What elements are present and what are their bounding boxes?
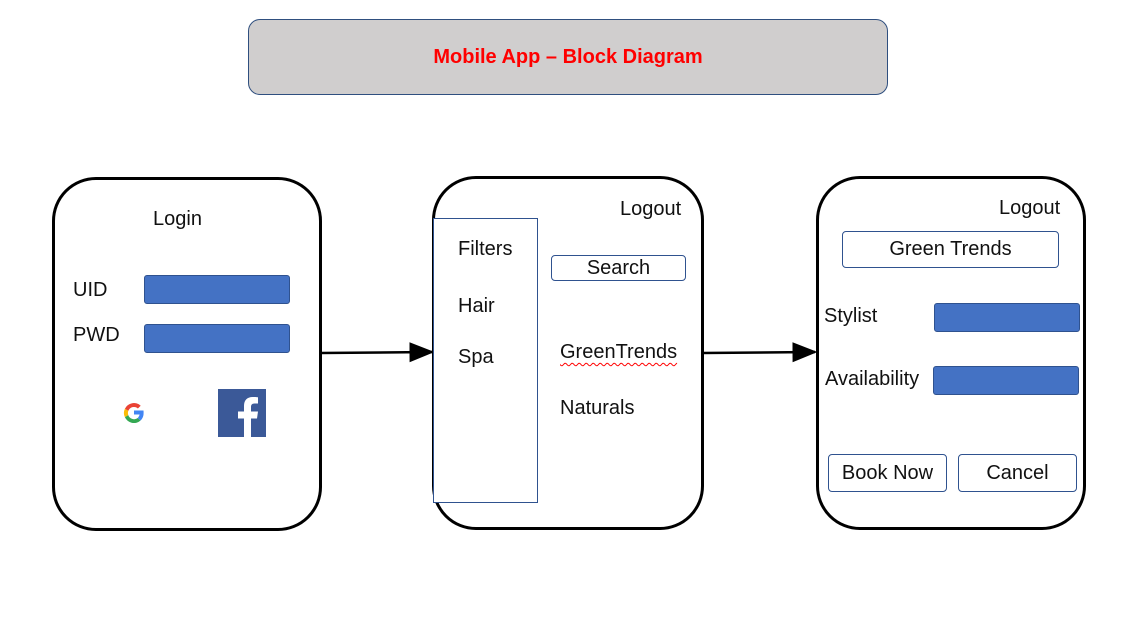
filter-item-spa[interactable]: Spa xyxy=(458,346,494,368)
search-button[interactable]: Search xyxy=(551,255,686,281)
availability-label: Availability xyxy=(825,368,920,390)
stylist-input[interactable] xyxy=(934,303,1080,332)
login-heading: Login xyxy=(153,208,202,230)
stylist-label: Stylist xyxy=(824,305,878,327)
arrow-search-to-booking xyxy=(701,342,818,363)
result-item-naturals[interactable]: Naturals xyxy=(560,397,635,419)
uid-input[interactable] xyxy=(144,275,290,304)
availability-input[interactable] xyxy=(933,366,1079,395)
facebook-icon[interactable] xyxy=(218,389,266,437)
book-now-button[interactable]: Book Now xyxy=(828,454,947,492)
filters-heading: Filters xyxy=(458,238,513,260)
cancel-button[interactable]: Cancel xyxy=(958,454,1077,492)
diagram-title: Mobile App – Block Diagram xyxy=(248,19,888,95)
login-screen xyxy=(52,177,322,531)
pwd-label: PWD xyxy=(73,324,120,346)
arrow-login-to-search xyxy=(319,342,435,363)
uid-label: UID xyxy=(73,279,108,301)
google-icon[interactable] xyxy=(117,396,151,430)
pwd-input[interactable] xyxy=(144,324,290,353)
filters-panel xyxy=(433,218,538,503)
logout-link[interactable]: Logout xyxy=(620,198,682,220)
salon-name-box: Green Trends xyxy=(842,231,1059,268)
logout-link[interactable]: Logout xyxy=(999,197,1061,219)
filter-item-hair[interactable]: Hair xyxy=(458,295,495,317)
result-item-greentrends[interactable]: GreenTrends xyxy=(560,341,678,363)
